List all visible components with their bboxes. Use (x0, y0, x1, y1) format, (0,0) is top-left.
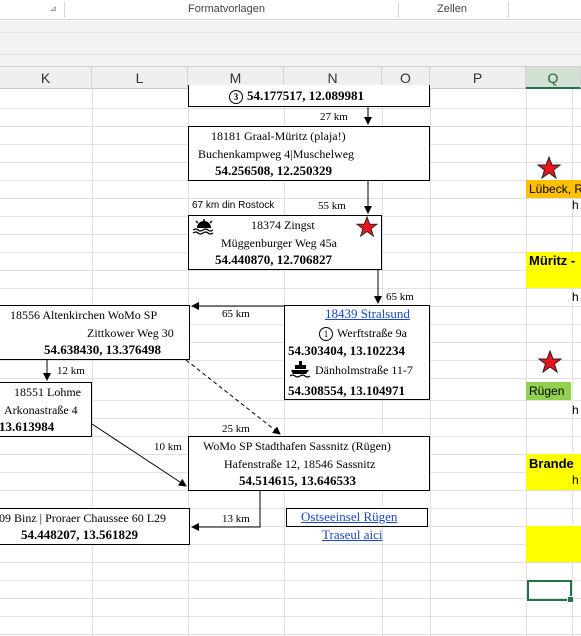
stop-address: Hafenstraße 12, 18546 Sassnitz (224, 457, 376, 471)
distance-label: 55 km (318, 200, 346, 212)
stop-coords: 54.448207, 13.561829 (21, 527, 138, 542)
cell-text: h (572, 198, 579, 212)
cell-text: h (572, 403, 579, 417)
ribbon-separator (398, 2, 399, 18)
ribbon-separator (64, 2, 65, 18)
circled-number: 1 (319, 327, 333, 342)
distance-label: 25 km (222, 423, 250, 435)
stop-coords: 54.256508, 12.250329 (215, 163, 332, 178)
stop-address: Buchenkampweg 4|Muschelweg (198, 147, 355, 161)
stop-coords: 54.440870, 12.706827 (215, 252, 332, 267)
cell-q-mueritz[interactable]: Müritz - (526, 252, 581, 288)
stop-coords: 54.638430, 13.376498 (44, 342, 161, 357)
cell-text: h (572, 473, 579, 487)
ruegen-link-cell: Ostseeinsel Rügen (286, 508, 428, 527)
distance-note: 67 km din Rostock (192, 200, 275, 211)
column-header-l[interactable]: L (92, 67, 188, 89)
cell-text: Rügen (529, 384, 565, 398)
ribbon-separator (508, 2, 509, 18)
ribbon-bar: ⊿ Formatvorlagen Zellen (0, 0, 581, 20)
stop-address: Zittkower Weg 30 (87, 326, 174, 340)
stralsund-link[interactable]: 18439 Stralsund (325, 306, 410, 321)
sunrise-icon (192, 219, 214, 235)
active-cell[interactable] (527, 580, 574, 603)
stop-box-lohme: 18551 Lohme Arkonastraße 4 13.613984 (0, 382, 92, 437)
distance-label: 12 km (57, 365, 85, 377)
distance-label: 65 km (222, 308, 250, 320)
stop-title: 18556 Altenkirchen WoMo SP (10, 308, 158, 322)
cell-text: Müritz - (529, 253, 576, 268)
ferry-coords: 54.308554, 13.104971 (288, 383, 405, 398)
stop-coords: 54.303404, 13.102234 (288, 343, 405, 358)
stop-title: 18181 Graal-Müritz (plaja!) (211, 129, 346, 143)
cell-q-yellow[interactable] (526, 526, 581, 562)
stop-box-sassnitz: WoMo SP Stadthafen Sassnitz (Rügen) Hafe… (188, 436, 430, 491)
stop-title: 09 Binz | Proraer Chaussee 60 L29 (0, 511, 167, 525)
ribbon-group-zellen: Zellen (437, 3, 467, 15)
cell-text: Brande (529, 456, 574, 471)
column-header-q[interactable]: Q (526, 67, 581, 89)
cell-text: h (572, 290, 579, 304)
star-icon (538, 350, 562, 373)
cell-q-ruegen[interactable]: Rügen (526, 382, 571, 400)
ferry-icon (290, 361, 310, 378)
stop-address: Müggenburger Weg 45a (221, 236, 337, 250)
distance-label: 65 km (386, 291, 414, 303)
distance-label: 10 km (154, 441, 182, 453)
cell-text: Lübeck, R (529, 182, 581, 196)
stop-title: WoMo SP Stadthafen Sassnitz (Rügen) (203, 439, 391, 453)
distance-label: 27 km (320, 111, 348, 123)
stop-title: 18551 Lohme (14, 385, 81, 399)
distance-label: 13 km (222, 513, 250, 525)
column-header-k[interactable]: K (0, 67, 92, 89)
stop-box-binz: 09 Binz | Proraer Chaussee 60 L29 54.448… (0, 508, 190, 545)
star-icon (356, 216, 378, 237)
cell-q-brande[interactable]: Brande h (526, 454, 581, 490)
ferry-address: Dänholmstraße 11-7 (315, 363, 413, 377)
stop-address: Arkonastraße 4 (4, 403, 78, 417)
column-header-p[interactable]: P (430, 67, 526, 89)
formula-bar-area (0, 21, 581, 67)
ruegen-link[interactable]: Ostseeinsel Rügen (301, 509, 398, 524)
star-icon (537, 156, 561, 179)
traseu-link[interactable]: Traseul aici (322, 527, 383, 542)
cell-q-luebeck[interactable]: Lübeck, R (526, 180, 581, 198)
stop-coords: 13.613984 (0, 419, 55, 434)
stop-title: 18374 Zingst (251, 218, 315, 232)
ribbon-group-formatvorlagen: Formatvorlagen (188, 3, 266, 15)
stop-coords: 54.514615, 13.646533 (239, 473, 356, 488)
circled-number: 3 (229, 90, 243, 105)
stop-box-altenkirchen: 18556 Altenkirchen WoMo SP Zittkower Weg… (0, 305, 190, 360)
stop-box-zingst: 18374 Zingst Müggenburger Weg 45a 54.440… (188, 215, 382, 270)
stop-box-graal-mueritz: 18181 Graal-Müritz (plaja!) Buchenkampwe… (188, 126, 430, 181)
dialog-launcher-icon[interactable]: ⊿ (50, 4, 57, 13)
